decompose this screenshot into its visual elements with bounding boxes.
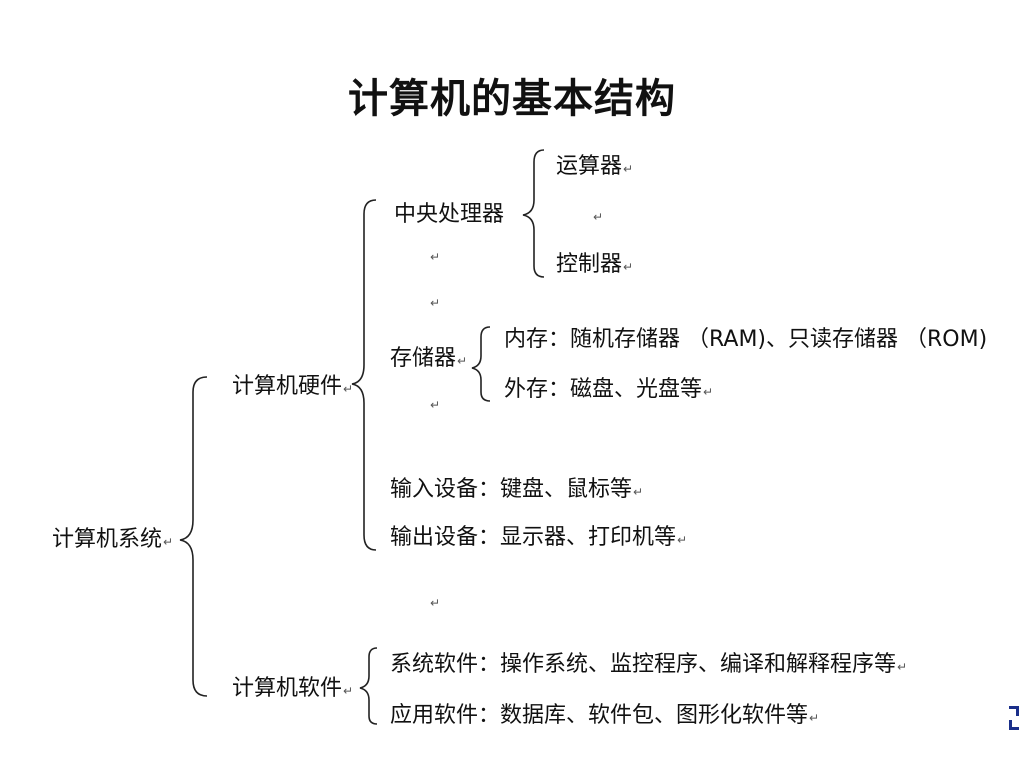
paragraph-mark: ↵ [430,398,441,412]
node-external-memory: 外存：磁盘、光盘等↵ [504,377,714,402]
node-control: 控制器↵ [556,252,634,277]
node-application-software: 应用软件：数据库、软件包、图形化软件等↵ [390,703,820,728]
node-alu: 运算器↵ [556,154,634,179]
brace-software [359,647,378,725]
node-storage: 存储器↵ [390,346,468,371]
brace-hardware [351,199,377,551]
brace-storage [471,326,491,402]
node-software: 计算机软件↵ [232,676,354,701]
brace-cpu [522,149,545,278]
node-cpu: 中央处理器 [394,202,505,227]
node-internal-memory: 内存：随机存储器 （RAM)、只读存储器 （ROM) [504,327,988,352]
paragraph-mark: ↵ [430,596,441,610]
paragraph-mark: ↵ [593,210,604,224]
page-title: 计算机的基本结构 [348,75,676,122]
node-root: 计算机系统↵ [52,527,174,552]
paragraph-mark: ↵ [430,250,441,264]
paragraph-mark: ↵ [430,296,441,310]
node-output-devices: 输出设备：显示器、打印机等↵ [390,525,688,550]
node-hardware: 计算机硬件↵ [232,374,354,399]
slide-corner-marker-icon [1009,706,1021,730]
brace-root [179,376,208,697]
node-input-devices: 输入设备：键盘、鼠标等↵ [390,477,644,502]
node-system-software: 系统软件：操作系统、监控程序、编译和解释程序等↵ [390,652,908,677]
